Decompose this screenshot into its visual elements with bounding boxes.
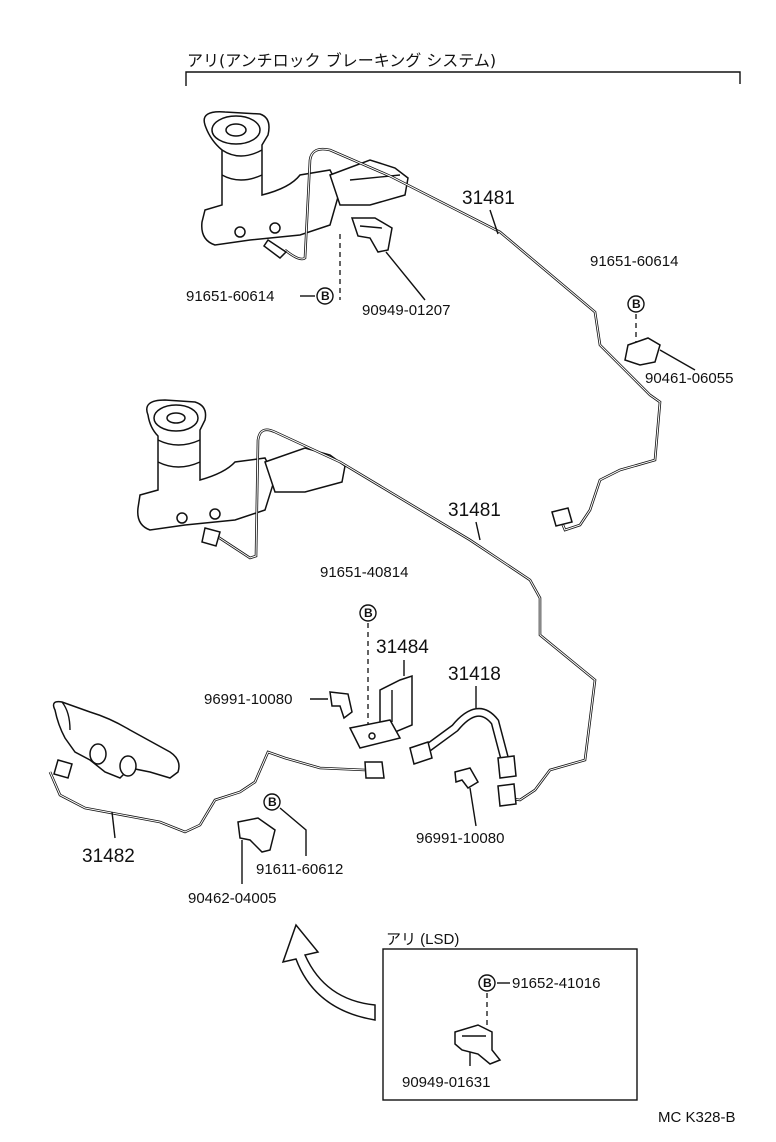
upper-left-bolt-label: 91651-60614 [186,288,274,305]
upper-tube-label-group: 31481 [462,188,515,235]
upper-right-bolt-label: 91651-60614 [590,253,678,270]
lower-clamp-badge: B [263,793,281,811]
lower-bracket-label: 31484 [376,637,429,658]
svg-text:B: B [268,795,277,809]
lower-brake-tube [201,428,597,802]
lower-master-cylinder [137,399,346,531]
upper-brake-tube [262,147,662,532]
svg-text:B: B [321,289,330,303]
lower-clip-right-label: 96991-10080 [416,830,504,847]
header-bracket-line [185,71,741,86]
lower-clamp [237,817,276,853]
reference-arrow-icon [281,923,376,1021]
footer-code: MC K328-B [658,1109,736,1126]
inset-clamp-label: 90949-01631 [402,1074,490,1091]
lower-hose-label: 31418 [448,664,501,685]
lower-clip-right [454,767,480,827]
upper-tube-label: 31481 [462,188,515,209]
inset-box [382,948,638,1101]
inset-badge: B [478,974,496,992]
inset-title: アリ (LSD) [386,931,459,948]
upper-right-badge: B [627,295,645,313]
rear-brake-tube [48,750,385,834]
lower-clip-left [329,691,353,720]
svg-text:B: B [483,976,492,990]
upper-left-clamp-label: 90949-01207 [362,302,450,319]
upper-right-clamp [624,337,696,371]
inset-clamp [454,1024,502,1065]
rear-tube-label: 31482 [82,846,135,867]
lower-tube-label: 31481 [448,500,501,521]
upper-master-cylinder [201,111,409,246]
lower-clamp-bolt-label: 91611-60612 [256,861,343,878]
lower-clamp-label: 90462-04005 [188,890,276,907]
lower-clip-left-label: 96991-10080 [204,691,292,708]
lower-bracket [348,674,413,749]
svg-text:B: B [364,606,373,620]
inset-bolt-label: 91652-41016 [512,975,600,992]
lower-bracket-badge: B [359,604,377,622]
upper-left-clamp [339,217,426,301]
svg-text:B: B [632,297,641,311]
lower-hose [409,708,517,807]
upper-left-badge: B [316,287,334,305]
header-title: アリ(アンチロック ブレーキング システム) [187,51,496,70]
lower-bracket-bolt-label: 91651-40814 [320,564,408,581]
upper-right-clamp-label: 90461-06055 [645,370,733,387]
rear-differential [52,700,180,779]
